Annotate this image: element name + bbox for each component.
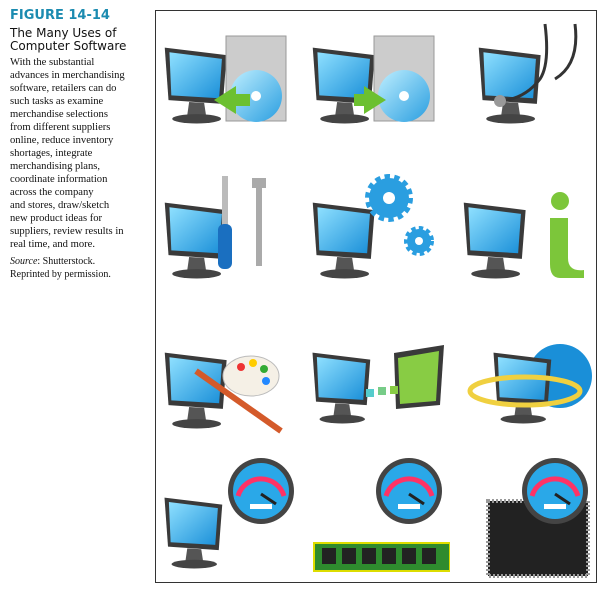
- caption-line: real time, and more.: [10, 239, 96, 250]
- caption-line: coordinate information: [10, 174, 108, 185]
- caption-line: shortages, integrate: [10, 148, 93, 159]
- caption-line: from different suppliers: [10, 122, 111, 133]
- caption-line: merchandising plans,: [10, 161, 101, 172]
- caption-line: online, reduce inventory: [10, 135, 114, 146]
- figure-caption-panel: FIGURE 14-14 The Many Uses of Computer S…: [10, 8, 140, 281]
- title-line: The Many Uses of: [10, 26, 117, 40]
- monitor-stethoscope-icon: [450, 16, 596, 146]
- caption-line: and stores, draw/sketch: [10, 200, 110, 211]
- figure-title: The Many Uses of Computer Software: [10, 27, 140, 53]
- caption-line: advances in merchandising: [10, 70, 125, 81]
- chip-gauge-icon: [450, 451, 596, 581]
- figure-label: FIGURE 14-14: [10, 8, 110, 23]
- monitor-globe-icon: [450, 331, 596, 461]
- caption-line: such tasks as examine: [10, 96, 104, 107]
- figure-image-frame: [155, 10, 597, 583]
- monitor-tools-icon: [156, 166, 302, 296]
- monitor-info-icon: [450, 166, 596, 296]
- monitor-gauge-icon: [156, 451, 302, 581]
- monitor-gears-icon: [304, 166, 450, 296]
- memory-gauge-icon: [304, 451, 451, 581]
- caption-line: new product ideas for: [10, 213, 103, 224]
- monitor-connection-icon: [304, 331, 450, 461]
- caption-text: With the substantial advances in merchand…: [10, 56, 140, 251]
- source-label: Source: [10, 256, 38, 267]
- caption-line: across the company: [10, 187, 94, 198]
- permission-text: Reprinted by permission.: [10, 268, 111, 280]
- title-line: Computer Software: [10, 39, 127, 53]
- source-text: : Shutterstock.: [37, 256, 96, 267]
- caption-line: suppliers, review results in: [10, 226, 124, 237]
- monitor-palette-icon: [156, 331, 302, 461]
- source-credit: Source: Shutterstock. Reprinted by permi…: [10, 256, 140, 281]
- monitor-cd-export-icon: [304, 16, 450, 146]
- monitor-cd-install-icon: [156, 16, 302, 146]
- caption-line: merchandise selections: [10, 109, 108, 120]
- caption-line: software, retailers can do: [10, 83, 117, 94]
- caption-line: With the substantial: [10, 57, 95, 68]
